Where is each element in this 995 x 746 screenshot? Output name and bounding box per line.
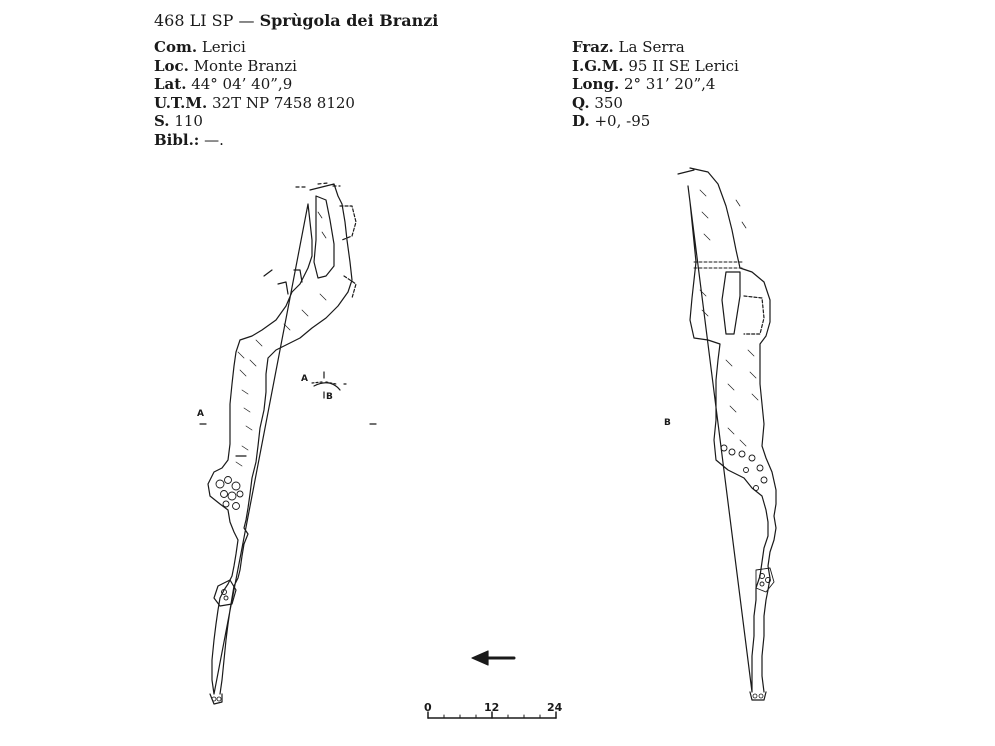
profile-lower-chamber xyxy=(755,567,775,593)
cave-plan-view xyxy=(207,182,357,705)
right-field-column: Fraz. La Serra I.G.M. 95 II SE Lerici Lo… xyxy=(572,38,739,131)
plan-hatching xyxy=(235,211,327,467)
plan-step xyxy=(293,269,303,283)
plan-side-passage-lower xyxy=(343,275,357,299)
cave-code: 468 LI SP — xyxy=(154,11,255,30)
profile-hatching xyxy=(699,189,759,447)
profile-inner-block xyxy=(721,271,741,335)
field-localita: Loc. Monte Branzi xyxy=(154,56,297,75)
survey-title: 468 LI SP — Sprùgola dei Branzi xyxy=(154,11,439,31)
profile-terminal-sump xyxy=(749,691,767,701)
plan-step xyxy=(277,281,289,295)
section-label-a: A xyxy=(197,409,204,419)
section-label-b: B xyxy=(664,418,671,428)
plan-pillar xyxy=(313,195,335,279)
field-latitude: Lat. 44° 04’ 40”,9 xyxy=(154,75,293,93)
profile-band xyxy=(693,261,745,269)
field-longitude: Long. 2° 31’ 20”,4 xyxy=(572,75,716,93)
plan-side-passage xyxy=(339,205,357,241)
profile-rubble xyxy=(720,444,768,491)
field-bibliography: Bibl.: —. xyxy=(154,130,224,149)
field-frazione: Fraz. La Serra xyxy=(572,38,685,56)
field-comune: Com. Lerici xyxy=(154,38,246,56)
plan-boulders xyxy=(215,476,244,510)
cave-name: Sprùgola dei Branzi xyxy=(259,11,439,30)
scale-bar xyxy=(427,711,557,719)
plan-meander-loop xyxy=(213,579,237,607)
inset-label-a: A xyxy=(301,374,308,384)
section-ab-inset xyxy=(311,371,349,399)
direction-arrow-icon xyxy=(471,650,516,666)
plan-outline xyxy=(207,183,353,695)
scale-tick-0: 0 xyxy=(424,701,432,714)
field-depth: D. +0, -95 xyxy=(572,112,651,130)
field-igm-sheet: I.G.M. 95 II SE Lerici xyxy=(572,56,739,75)
profile-entrance-line xyxy=(677,169,695,175)
plan-terminal-sump xyxy=(209,693,223,705)
left-field-column: Com. Lerici Loc. Monte Branzi Lat. 44° 0… xyxy=(154,38,355,149)
cave-profile-view xyxy=(677,167,777,701)
plan-step xyxy=(263,269,273,277)
scale-tick-24: 24 xyxy=(547,701,563,714)
inset-label-b: B xyxy=(326,392,333,402)
field-surveyed-length: S. 110 xyxy=(154,112,203,130)
field-utm: U.T.M. 32T NP 7458 8120 xyxy=(154,93,355,112)
profile-side-chamber xyxy=(743,295,765,335)
profile-outline xyxy=(687,167,777,693)
scale-tick-12: 12 xyxy=(484,701,500,714)
field-elevation: Q. 350 xyxy=(572,93,623,112)
